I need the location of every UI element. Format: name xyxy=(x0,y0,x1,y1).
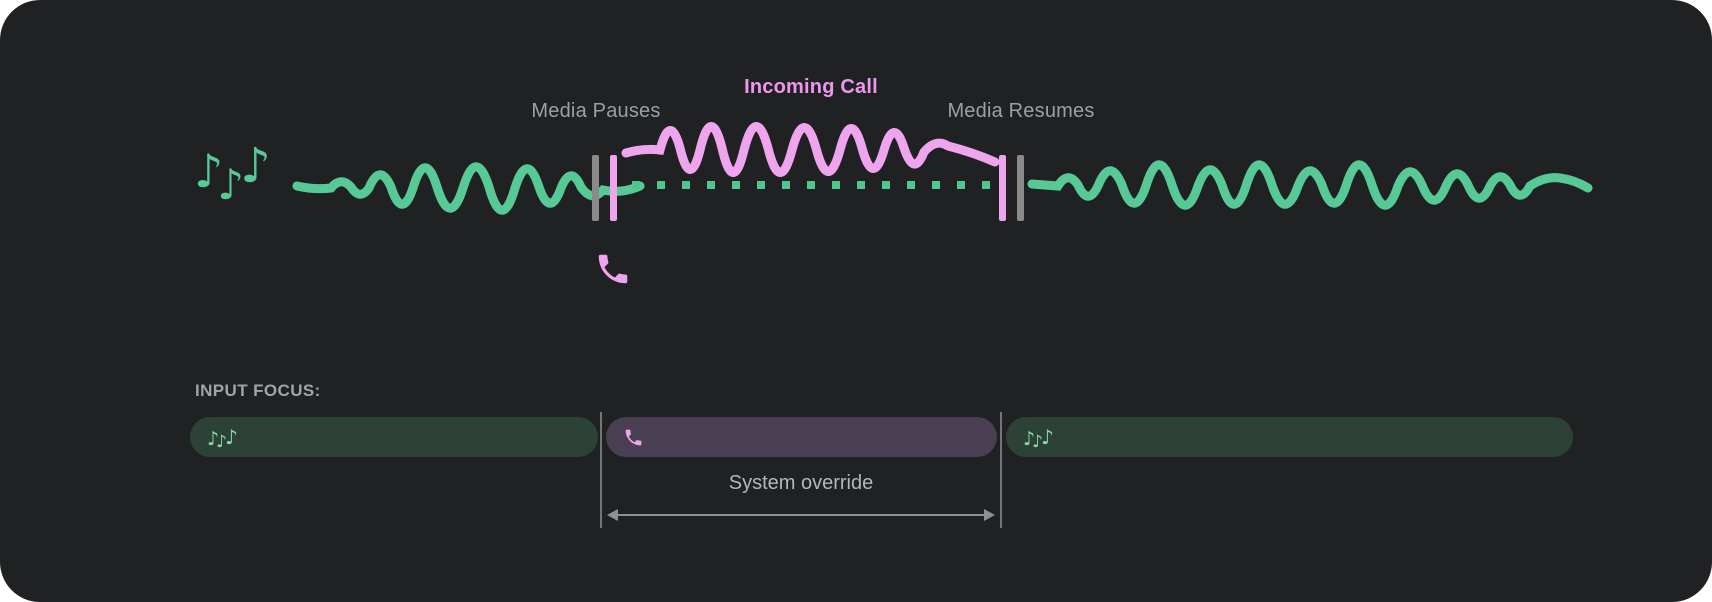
media-resumes-label: Media Resumes xyxy=(947,100,1095,122)
phone-icon xyxy=(594,250,632,288)
music-notes-icon: ♪ ♪ ♪ xyxy=(1023,425,1059,451)
system-override-label: System override xyxy=(728,472,874,494)
input-focus-heading: INPUT FOCUS: xyxy=(195,381,321,400)
note-glyph: ♪ xyxy=(1041,425,1054,449)
resume-marker-pink xyxy=(999,155,1006,221)
focus-segment-media-1: ♪ ♪ ♪ xyxy=(190,417,598,457)
system-override-span-arrow xyxy=(607,509,995,521)
music-notes-icon: ♪ ♪ ♪ xyxy=(194,138,284,228)
arrow-left-head xyxy=(607,509,618,521)
call-wave xyxy=(621,122,1000,177)
media-wave-before xyxy=(292,162,645,215)
incoming-call-label: Incoming Call xyxy=(744,76,878,98)
waveform-graphic xyxy=(292,122,1593,221)
note-glyph: ♪ xyxy=(1023,428,1036,450)
resume-marker-gray xyxy=(1017,155,1024,221)
note-glyph: ♪ xyxy=(194,144,224,198)
note-glyph: ♪ xyxy=(225,425,238,449)
media-pauses-label: Media Pauses xyxy=(531,100,661,122)
note-glyph: ♪ xyxy=(240,138,271,194)
phone-icon xyxy=(623,427,644,448)
pause-marker-pink xyxy=(610,155,617,221)
focus-segment-call xyxy=(606,417,997,457)
note-glyph: ♪ xyxy=(1032,432,1043,452)
focus-segment-media-2: ♪ ♪ ♪ xyxy=(1006,417,1573,457)
note-glyph: ♪ xyxy=(216,432,227,452)
note-glyph: ♪ xyxy=(207,428,220,450)
note-glyph: ♪ xyxy=(217,160,245,209)
pause-marker-gray xyxy=(592,155,599,221)
music-notes-icon: ♪ ♪ ♪ xyxy=(207,425,243,451)
media-wave-after xyxy=(1027,160,1593,210)
override-end-boundary-line xyxy=(1000,412,1002,528)
override-start-boundary-line xyxy=(600,412,602,528)
arrow-right-head xyxy=(984,509,995,521)
arrow-line xyxy=(613,514,989,516)
